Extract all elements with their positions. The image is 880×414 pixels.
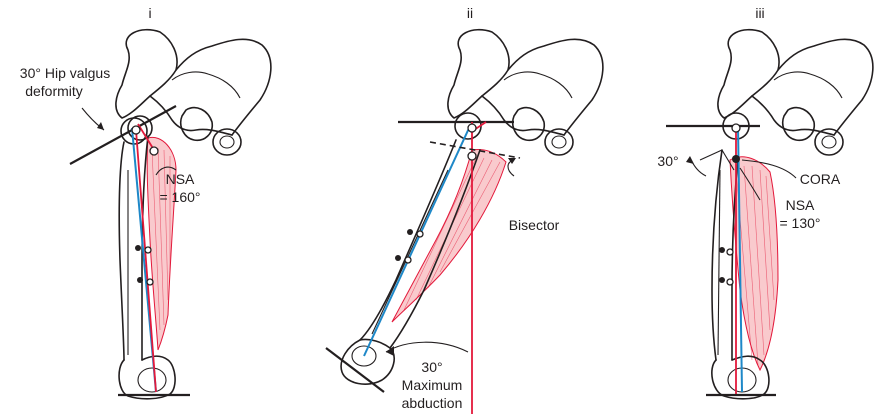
cora-label: CORA [800, 171, 841, 187]
nsa-label-i-line2: = 160° [159, 189, 200, 205]
abduction-label-line2: abduction [402, 395, 463, 411]
pelvis-ii [447, 28, 604, 156]
neck-point-i [149, 146, 159, 156]
joint-dot [726, 248, 734, 256]
nsa-label-iii-line2: = 130° [779, 215, 820, 231]
panel-ii-label: ii [467, 5, 473, 21]
abduction-arrowhead [386, 346, 394, 356]
cora-pointer [741, 159, 797, 179]
joint-dot [135, 245, 141, 251]
ground-line-ii [325, 347, 385, 393]
nsa-arc-i [155, 166, 177, 176]
panel-i: i [20, 5, 272, 400]
femur-ii [340, 112, 482, 385]
panel-ii: ii [325, 5, 604, 414]
angle-arrowhead-iii [686, 156, 694, 164]
deformity-arrowhead [97, 122, 104, 130]
nsa-label-iii-line1: NSA [786, 197, 815, 213]
bisector-arrowhead [508, 158, 516, 164]
joint-dot [144, 246, 152, 254]
neck-red-i [137, 123, 155, 151]
muscle-ii [391, 149, 507, 323]
bisector-line [429, 141, 521, 159]
neck-line-iii [721, 149, 735, 171]
joint-dot [407, 229, 413, 235]
cora-point [732, 155, 740, 163]
angle-arc-iii [689, 157, 707, 177]
joint-dot [719, 277, 725, 283]
hip-center-ii [467, 123, 477, 133]
joint-dot [719, 247, 725, 253]
abduction-arc [385, 341, 469, 353]
nsa-label-i-line1: NSA [166, 171, 195, 187]
joint-dot [404, 256, 412, 264]
panel-i-label: i [148, 5, 151, 21]
pelvis-iii [717, 28, 874, 156]
pelvis-i [115, 28, 272, 156]
deformity-label-line1: 30° Hip valgus [20, 65, 110, 81]
muscle-iii [729, 156, 779, 372]
anatomic-axis-iii [737, 125, 743, 393]
angle-pointer-iii [699, 149, 723, 161]
hip-center-i [131, 125, 141, 135]
mechanical-axis-i [135, 129, 157, 393]
neck-axis-line-i [69, 105, 177, 165]
panel-iii: iii [657, 5, 874, 400]
panel-iii-label: iii [755, 5, 764, 21]
muscle-i [146, 136, 177, 351]
joint-dot [146, 278, 154, 286]
neck-point-ii [467, 151, 477, 161]
joint-dot [726, 278, 734, 286]
abduction-angle-label: 30° [421, 359, 442, 375]
hip-center-iii [731, 123, 741, 133]
joint-dot [395, 255, 401, 261]
abduction-label-line1: Maximum [402, 377, 463, 393]
anatomic-axis-ii [363, 125, 471, 357]
nsa-pointer-iii [739, 167, 761, 201]
deformity-label-line2: deformity [25, 83, 83, 99]
joint-dot [416, 230, 424, 238]
joint-dot [137, 277, 143, 283]
bisector-label: Bisector [509, 217, 560, 233]
angle-label-iii: 30° [657, 153, 678, 169]
